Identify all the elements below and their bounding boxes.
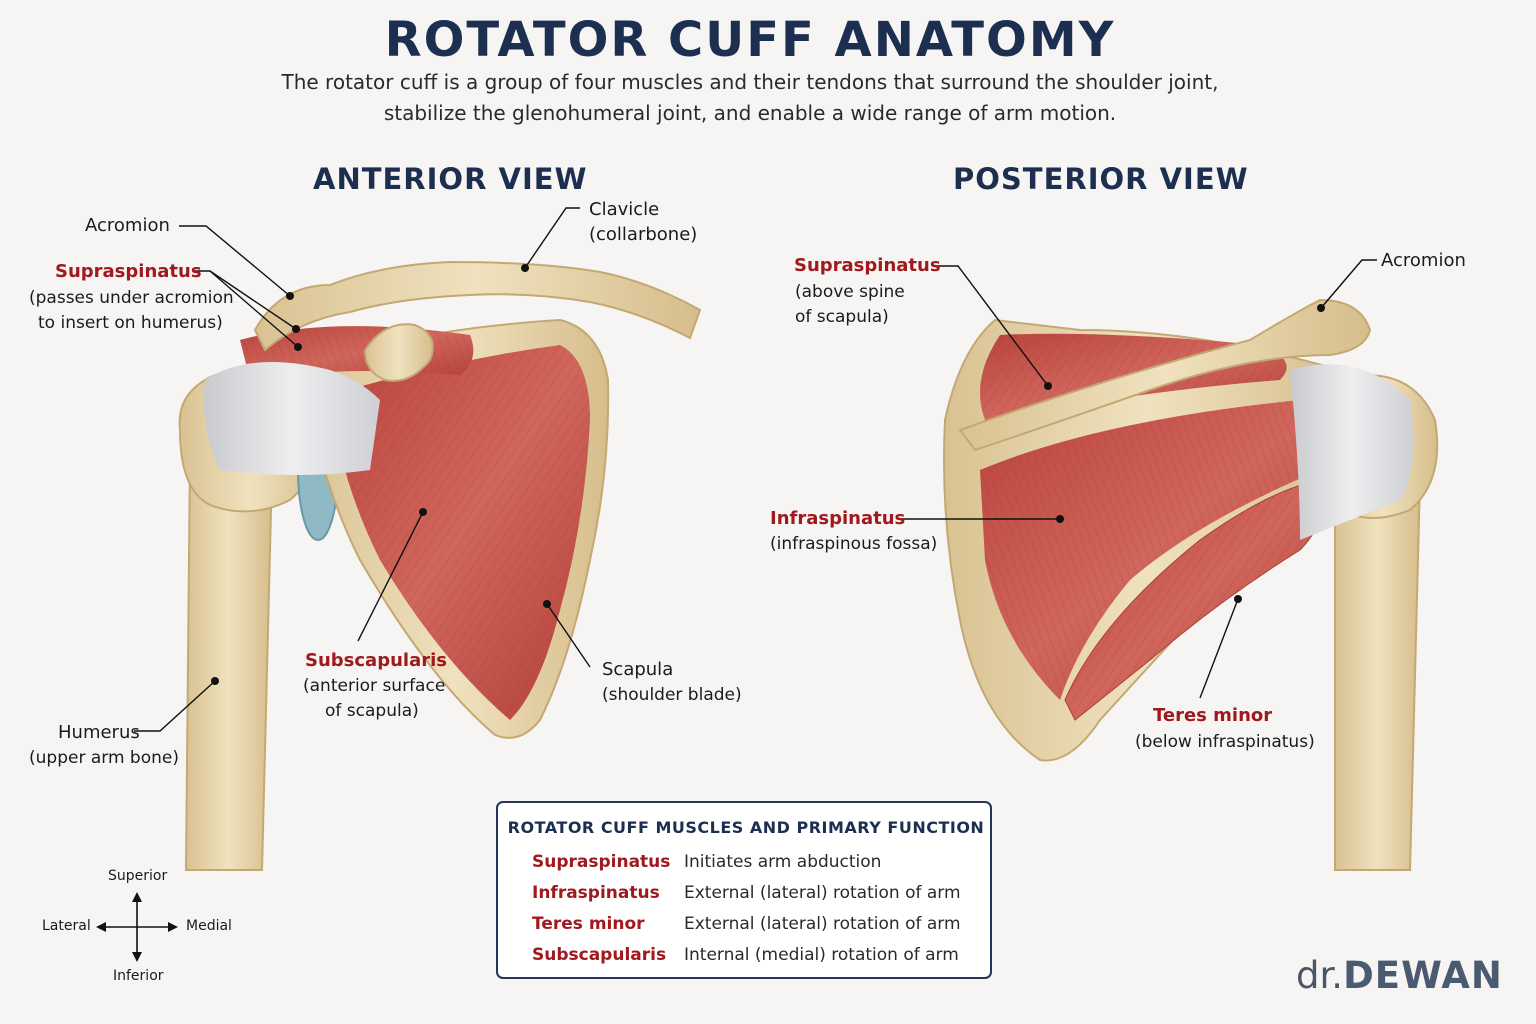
table-row: Supraspinatus Initiates arm abduction <box>532 852 972 880</box>
coracoid-process <box>363 323 434 382</box>
brand-logo: dr.DEWAN <box>1296 954 1503 997</box>
label-acromion-anterior: Acromion <box>85 215 170 236</box>
label-supraspinatus-anterior-sub1: (passes under acromion <box>29 288 234 308</box>
label-supraspinatus-anterior: Supraspinatus <box>55 261 202 282</box>
scapular-spine-acromion <box>958 298 1372 452</box>
label-supraspinatus-posterior: Supraspinatus <box>794 255 941 276</box>
humerus-bone <box>184 453 274 871</box>
humerus-bone-posterior <box>1334 478 1422 871</box>
compass-superior: Superior <box>108 868 168 884</box>
orientation-compass <box>96 892 178 962</box>
posterior-view-title: POSTERIOR VIEW <box>953 162 1249 196</box>
label-humerus: Humerus <box>58 722 140 743</box>
label-scapula-sub: (shoulder blade) <box>602 685 742 705</box>
table-row: Infraspinatus External (lateral) rotatio… <box>532 883 972 911</box>
muscle-function-table: ROTATOR CUFF MUSCLES AND PRIMARY FUNCTIO… <box>496 801 992 979</box>
page-title: ROTATOR CUFF ANATOMY <box>384 12 1116 68</box>
label-subscapularis: Subscapularis <box>305 650 447 671</box>
leader-lines <box>134 207 1377 732</box>
table-muscle: Supraspinatus <box>532 852 671 872</box>
table-muscle: Subscapularis <box>532 945 667 965</box>
intro-text-line-1: The rotator cuff is a group of four musc… <box>281 70 1219 94</box>
anterior-illustration <box>178 260 702 871</box>
label-acromion-posterior: Acromion <box>1381 250 1466 271</box>
posterior-illustration <box>943 298 1439 871</box>
label-supraspinatus-anterior-sub2: to insert on humerus) <box>38 313 223 333</box>
rotator-cuff-tendons <box>204 362 380 475</box>
label-supraspinatus-posterior-sub1: (above spine <box>795 282 905 302</box>
label-subscapularis-sub2: of scapula) <box>325 701 419 721</box>
table-row: Subscapularis Internal (medial) rotation… <box>532 945 972 973</box>
table-muscle: Teres minor <box>532 914 645 934</box>
table-function: External (lateral) rotation of arm <box>684 883 961 903</box>
brand-prefix: dr. <box>1296 954 1344 997</box>
compass-inferior: Inferior <box>113 968 164 984</box>
table-function: External (lateral) rotation of arm <box>684 914 961 934</box>
label-teres-minor-sub: (below infraspinatus) <box>1135 732 1315 752</box>
label-infraspinatus: Infraspinatus <box>770 508 906 529</box>
compass-lateral: Lateral <box>42 918 91 934</box>
table-muscle: Infraspinatus <box>532 883 660 903</box>
label-humerus-sub: (upper arm bone) <box>29 748 179 768</box>
rotator-cuff-tendons-posterior <box>1290 364 1414 540</box>
intro-text-line-2: stabilize the glenohumeral joint, and en… <box>383 101 1117 125</box>
anterior-view-title: ANTERIOR VIEW <box>313 162 588 196</box>
clavicle-bone <box>253 260 702 352</box>
brand-name: DEWAN <box>1343 954 1503 997</box>
table-function: Internal (medial) rotation of arm <box>684 945 959 965</box>
label-supraspinatus-posterior-sub2: of scapula) <box>795 307 889 327</box>
marker-dots <box>211 264 1325 685</box>
table-function: Initiates arm abduction <box>684 852 882 872</box>
label-subscapularis-sub1: (anterior surface <box>303 676 446 696</box>
label-teres-minor: Teres minor <box>1153 705 1273 726</box>
table-title: ROTATOR CUFF MUSCLES AND PRIMARY FUNCTIO… <box>507 818 985 837</box>
table-row: Teres minor External (lateral) rotation … <box>532 914 972 942</box>
label-clavicle: Clavicle <box>589 199 660 220</box>
label-infraspinatus-sub: (infraspinous fossa) <box>770 534 938 554</box>
compass-medial: Medial <box>186 918 232 934</box>
label-scapula: Scapula <box>602 659 674 680</box>
label-clavicle-sub: (collarbone) <box>589 224 698 245</box>
